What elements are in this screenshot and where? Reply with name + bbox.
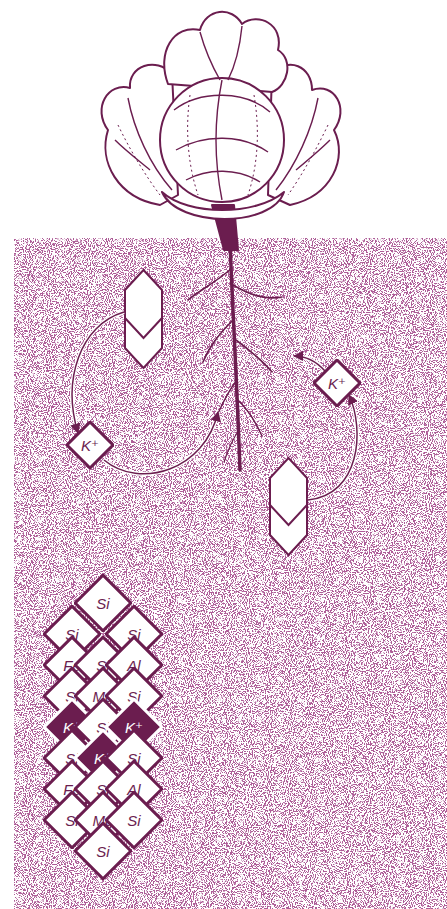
- hexagon-symbol: [270, 458, 307, 555]
- root-branch: [233, 285, 282, 298]
- root-branch: [224, 430, 239, 462]
- ion-diamond: K⁺: [313, 359, 361, 407]
- ion-diamond: K⁺: [66, 421, 114, 469]
- lattice-diamond: Si: [74, 822, 132, 880]
- element-label: K⁺: [328, 376, 346, 391]
- element-label: Si: [127, 813, 140, 828]
- element-label: Si: [96, 596, 109, 611]
- root-branch: [236, 340, 272, 372]
- soil-speckle: [14, 238, 447, 909]
- diamond-shape: [314, 360, 360, 406]
- leaf-veins: [115, 26, 330, 200]
- arrow-halos: [72, 312, 357, 500]
- lower-leaf: [162, 192, 284, 219]
- diamond-shape: [67, 422, 113, 468]
- leaf-shading: [118, 95, 328, 195]
- diamond-shape: [75, 823, 131, 879]
- hexagon-chevron: [270, 505, 307, 525]
- cabbage: [102, 12, 341, 250]
- hexagon-symbol: [125, 270, 162, 368]
- root-branch: [238, 400, 262, 436]
- cycle-arrow: [72, 312, 124, 433]
- element-label: Si: [96, 844, 109, 859]
- roots: [188, 240, 282, 470]
- cycle-arrows: [72, 312, 357, 500]
- root-branch: [203, 318, 235, 362]
- root-branch: [188, 268, 232, 300]
- element-label: K⁺: [81, 438, 99, 453]
- cycle-arrow: [294, 356, 325, 371]
- cycle-arrow: [308, 395, 357, 500]
- cabbage-head: [160, 78, 284, 202]
- hexagon-chevron: [125, 318, 162, 338]
- cycle-arrow: [104, 412, 218, 474]
- potassium-cycle: [72, 270, 357, 555]
